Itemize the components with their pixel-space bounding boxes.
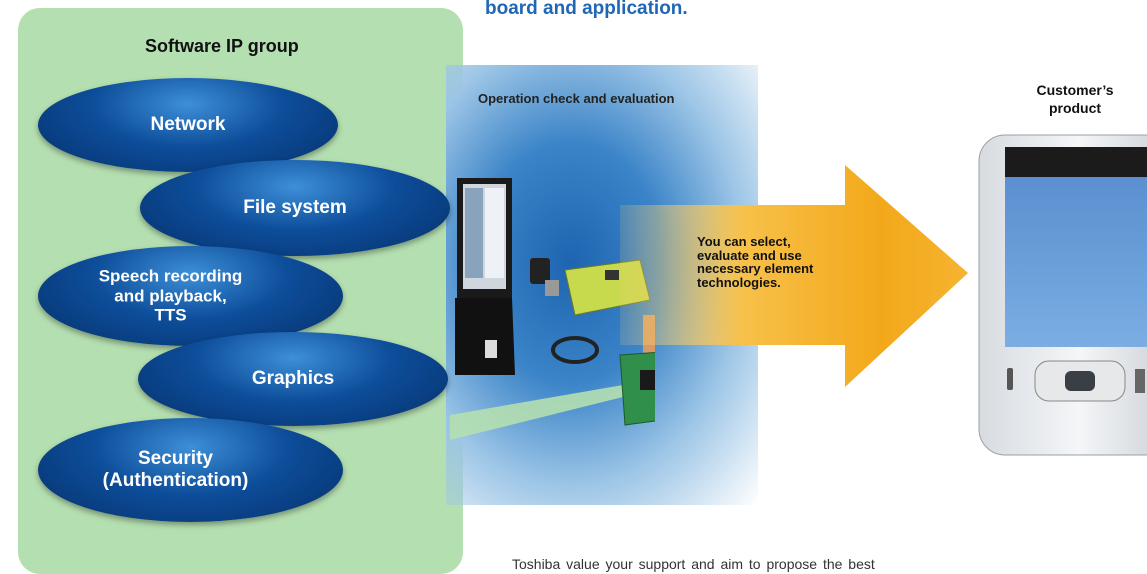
footer-text: Toshiba value your support and aim to pr… — [512, 556, 875, 572]
ip-item-graphics: Graphics — [138, 332, 448, 426]
laptop-keyboard — [455, 298, 515, 375]
power-adapter — [530, 258, 550, 284]
device-screen — [1005, 177, 1147, 347]
connector-cone — [450, 382, 640, 440]
ip-item-speech-label: Speech recording and playback, TTS — [98, 266, 243, 325]
ip-item-security-label: Security (Authentication) — [102, 448, 249, 491]
direction-arrow — [620, 165, 968, 387]
arrow-caption: You can select, evaluate and use necessa… — [697, 234, 814, 290]
cable-coil — [551, 336, 599, 364]
ip-item-security: Security (Authentication) — [38, 418, 343, 522]
evaluation-title: Operation check and evaluation — [478, 91, 675, 106]
ip-item-file-system: File system — [140, 160, 450, 256]
ip-item-network-label: Network — [150, 114, 226, 136]
header-caption: board and application. — [485, 0, 688, 19]
ip-item-speech: Speech recording and playback, TTS — [38, 246, 343, 346]
customer-product-title: Customer’s product — [1036, 82, 1114, 116]
customer-product-device — [978, 134, 1147, 456]
software-ip-title: Software IP group — [145, 36, 299, 56]
ip-item-graphics-label: Graphics — [251, 368, 335, 390]
ip-item-file-system-label: File system — [243, 197, 347, 219]
ip-item-network: Network — [38, 78, 338, 172]
